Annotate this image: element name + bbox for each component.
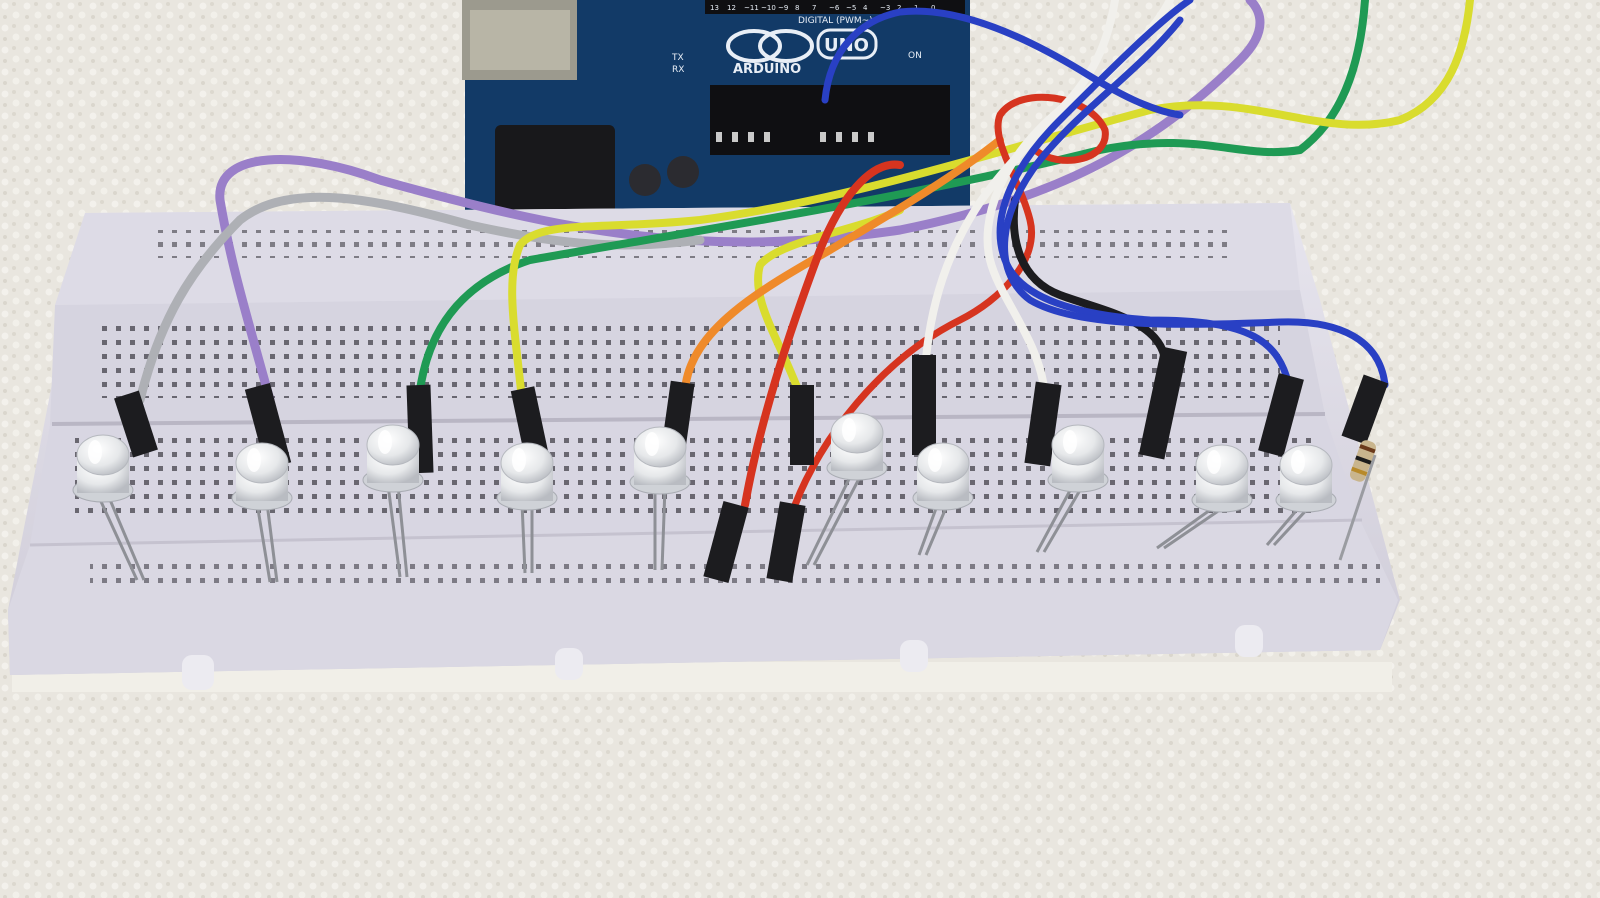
led-row	[72, 412, 1337, 583]
board-pin-number: ~11	[744, 4, 759, 12]
led-1	[72, 434, 146, 581]
board-pin-number: ~10	[761, 4, 776, 12]
led-2	[231, 442, 293, 583]
resistor	[1338, 440, 1377, 561]
board-pin-number: 13	[710, 4, 719, 12]
board-pin-number: 7	[812, 4, 816, 12]
wire-yellow-2	[754, 206, 904, 399]
led-9	[1156, 444, 1253, 550]
board-pin-number: ~5	[846, 4, 856, 12]
board-pin-number: ~9	[778, 4, 788, 12]
led-4	[496, 442, 558, 574]
led-6	[805, 412, 888, 566]
wire-yellow	[508, 0, 1474, 404]
board-rx-label: RX	[672, 65, 684, 75]
breadboard	[8, 203, 1400, 692]
board-tx-label: TX	[671, 53, 684, 63]
board-on-label: ON	[908, 51, 922, 61]
wire-white-2	[983, 0, 1119, 399]
jumper-wires	[135, 0, 1474, 509]
board-pin-number: 0	[931, 4, 935, 12]
board-pin-number: 4	[863, 4, 868, 12]
board-pin-number: ~3	[880, 4, 890, 12]
led-7	[912, 442, 974, 556]
wire-blue-2	[1001, 16, 1389, 389]
wire-red-1	[741, 160, 904, 509]
board-pin-number: ~6	[829, 4, 840, 12]
wire-gray	[135, 192, 705, 405]
wire-blue-3	[821, 7, 1184, 119]
board-brand: ARDUINO	[733, 62, 801, 77]
led-8	[1035, 424, 1109, 553]
board-pin-number: 8	[795, 4, 799, 12]
led-10	[1265, 444, 1337, 547]
led-5	[629, 426, 691, 571]
wire-orange	[681, 136, 1004, 394]
board-pin-number: 2	[897, 4, 901, 12]
led-3	[362, 424, 424, 578]
board-header-label: DIGITAL (PWM~)	[798, 16, 873, 26]
board-pin-number: 12	[727, 4, 736, 12]
wire-black	[1009, 196, 1169, 364]
